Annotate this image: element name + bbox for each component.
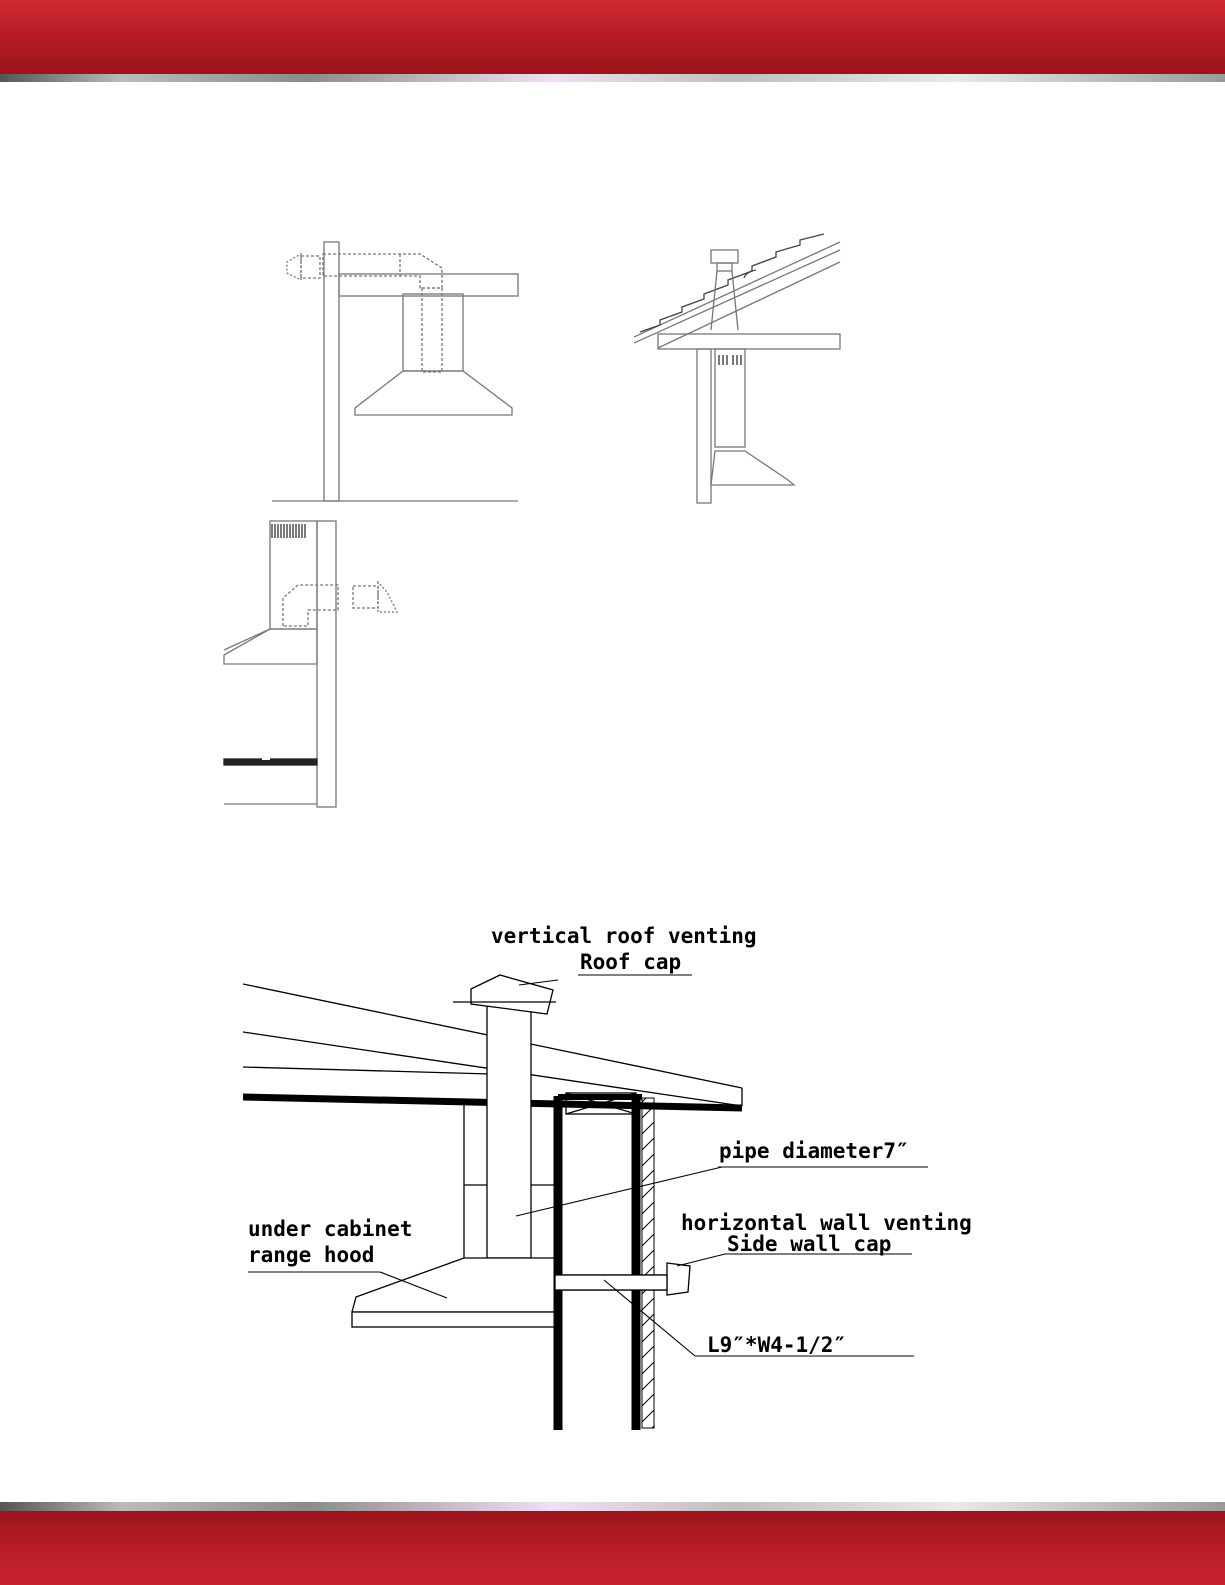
label-vertical-roof-venting: vertical roof venting bbox=[491, 924, 757, 948]
label-under-cabinet: under cabinet bbox=[248, 1217, 412, 1241]
label-roof-cap: Roof cap bbox=[580, 950, 681, 974]
diagram-horizontal-wall-side bbox=[224, 521, 397, 807]
diagram-vertical-roof bbox=[634, 234, 840, 503]
label-range-hood: range hood bbox=[248, 1243, 374, 1267]
detail-diagram: vertical roof venting Roof cap pipe diam… bbox=[243, 924, 972, 1430]
label-pipe-diameter: pipe diameter7″ bbox=[719, 1139, 909, 1163]
label-duct-size: L9″*W4-1/2″ bbox=[707, 1333, 846, 1357]
label-side-wall-cap: Side wall cap bbox=[727, 1232, 891, 1256]
diagram-horizontal-wall-top bbox=[272, 242, 518, 501]
